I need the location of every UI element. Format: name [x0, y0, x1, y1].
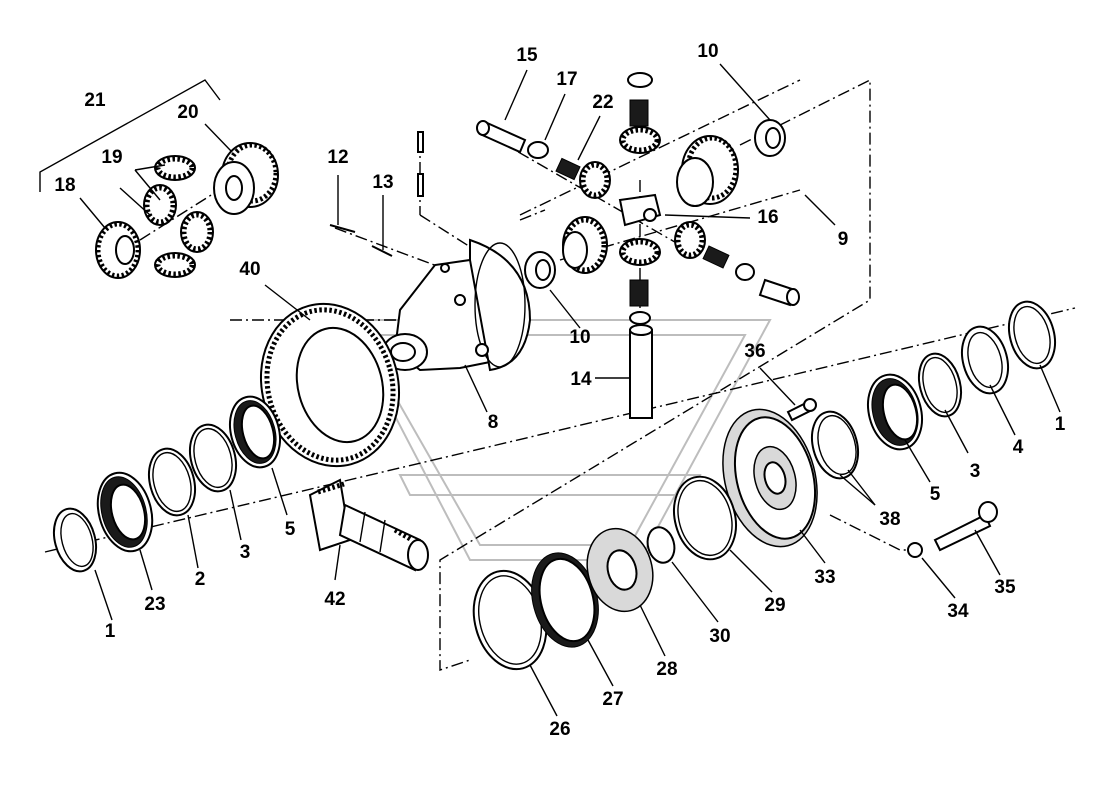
callout-1-left: 1 [105, 621, 116, 642]
pinion-gears-19 [143, 155, 214, 278]
callout-5-right: 5 [930, 484, 941, 505]
callout-4: 4 [1013, 437, 1024, 458]
callout-10-top: 10 [697, 41, 718, 62]
callout-labels: 1 1 2 3 3 4 5 5 8 9 10 10 12 13 14 15 16… [54, 41, 1065, 740]
callout-22: 22 [592, 92, 613, 113]
callout-18: 18 [54, 175, 75, 196]
callout-10-mid: 10 [569, 327, 590, 348]
pins-12-13 [329, 131, 424, 257]
right-bearing-stack [722, 300, 1057, 558]
side-gear-20 [213, 142, 279, 215]
callout-29: 29 [764, 595, 785, 616]
callout-21: 21 [84, 90, 106, 111]
callout-14: 14 [570, 369, 592, 390]
callout-20: 20 [177, 102, 198, 123]
callout-5-left: 5 [285, 519, 296, 540]
side-gear-18 [95, 221, 141, 279]
left-bearing-stack [52, 395, 281, 573]
callout-36: 36 [744, 341, 765, 362]
callout-17: 17 [556, 69, 577, 90]
leader-lines [79, 63, 1061, 717]
callout-1-right: 1 [1055, 414, 1066, 435]
callout-19: 19 [101, 147, 122, 168]
callout-40: 40 [239, 259, 260, 280]
callout-8: 8 [488, 412, 499, 433]
bottom-disc-stack [472, 475, 737, 671]
callout-9: 9 [838, 229, 849, 250]
callout-26: 26 [549, 719, 570, 740]
callout-12: 12 [327, 147, 348, 168]
callout-3-right: 3 [970, 461, 981, 482]
callout-28: 28 [656, 659, 677, 680]
differential-case-8 [382, 238, 532, 372]
callout-16: 16 [757, 207, 778, 228]
callout-27: 27 [602, 689, 623, 710]
callout-15: 15 [516, 45, 538, 66]
callout-38: 38 [879, 509, 900, 530]
callout-30: 30 [709, 626, 730, 647]
callout-3-left: 3 [240, 542, 251, 563]
callout-23: 23 [144, 594, 165, 615]
spider-gear-set [476, 72, 800, 419]
callout-2: 2 [195, 569, 206, 590]
callout-42: 42 [324, 589, 345, 610]
ring-gear-40 [259, 302, 401, 468]
pinion-shaft-42 [308, 478, 429, 572]
callout-13: 13 [372, 172, 393, 193]
callout-34: 34 [947, 601, 969, 622]
group-bracket-21 [39, 79, 221, 192]
callout-33: 33 [814, 567, 835, 588]
callout-35: 35 [994, 577, 1016, 598]
